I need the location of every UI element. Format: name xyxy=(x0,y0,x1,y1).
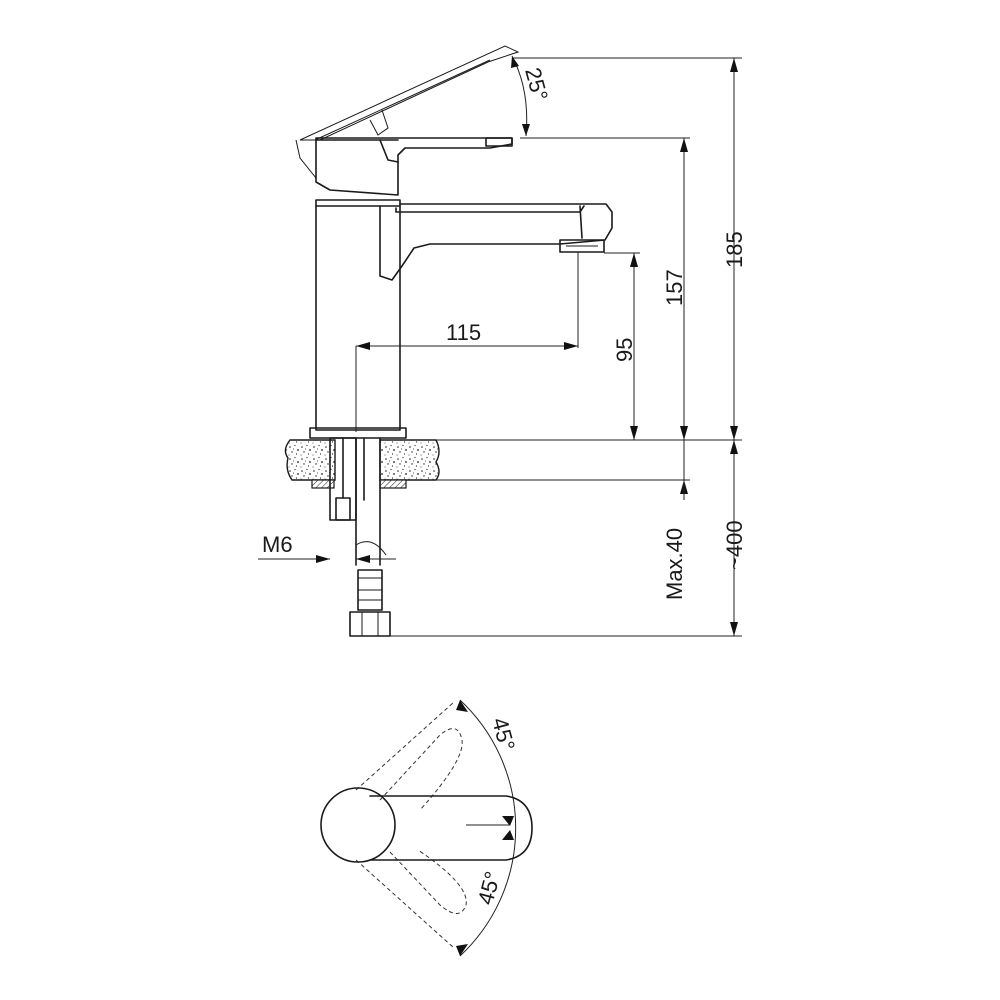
lever-angle-dimension: 25° xyxy=(511,55,553,137)
rotation-arc xyxy=(459,699,517,957)
spout xyxy=(379,203,613,281)
rotation-top-label: 45° xyxy=(487,715,520,754)
spout-reach-dimension: 115 xyxy=(356,320,578,350)
base-flange xyxy=(309,427,407,439)
spout-height-label: 157 xyxy=(662,269,687,306)
max-deck-label: Max.40 xyxy=(662,528,687,600)
thread-label: M6 xyxy=(262,532,293,557)
thread-dimension: M6 xyxy=(258,532,396,563)
max-deck-dimension: Max.40 xyxy=(662,440,688,600)
mounting-hardware xyxy=(329,437,391,637)
rotation-bottom-label: 45° xyxy=(473,869,506,908)
ghost-lever-right xyxy=(389,849,467,914)
hose-nut-lower xyxy=(349,611,391,637)
raised-lever-outline xyxy=(295,45,520,180)
hose-length-dimension: ~400 xyxy=(722,440,747,636)
side-view: 25° 185 157 95 115 xyxy=(258,45,747,637)
lever xyxy=(315,137,513,196)
faucet-body xyxy=(315,199,401,431)
spout-height-dimension: 157 xyxy=(662,138,688,440)
top-view: 45° 45° xyxy=(320,699,533,957)
spout-reach-label: 115 xyxy=(446,320,481,345)
total-height-label: 185 xyxy=(722,231,747,268)
ghost-lever-left xyxy=(379,728,463,811)
outlet-height-label: 95 xyxy=(612,338,637,362)
countertop xyxy=(284,439,440,489)
outlet-height-dimension: 95 xyxy=(612,253,638,440)
hose-length-label: ~400 xyxy=(722,520,747,570)
lever-top xyxy=(320,787,533,863)
extension-lines xyxy=(355,57,742,637)
total-height-dimension: 185 xyxy=(722,58,747,440)
faucet-body-top xyxy=(320,787,396,863)
